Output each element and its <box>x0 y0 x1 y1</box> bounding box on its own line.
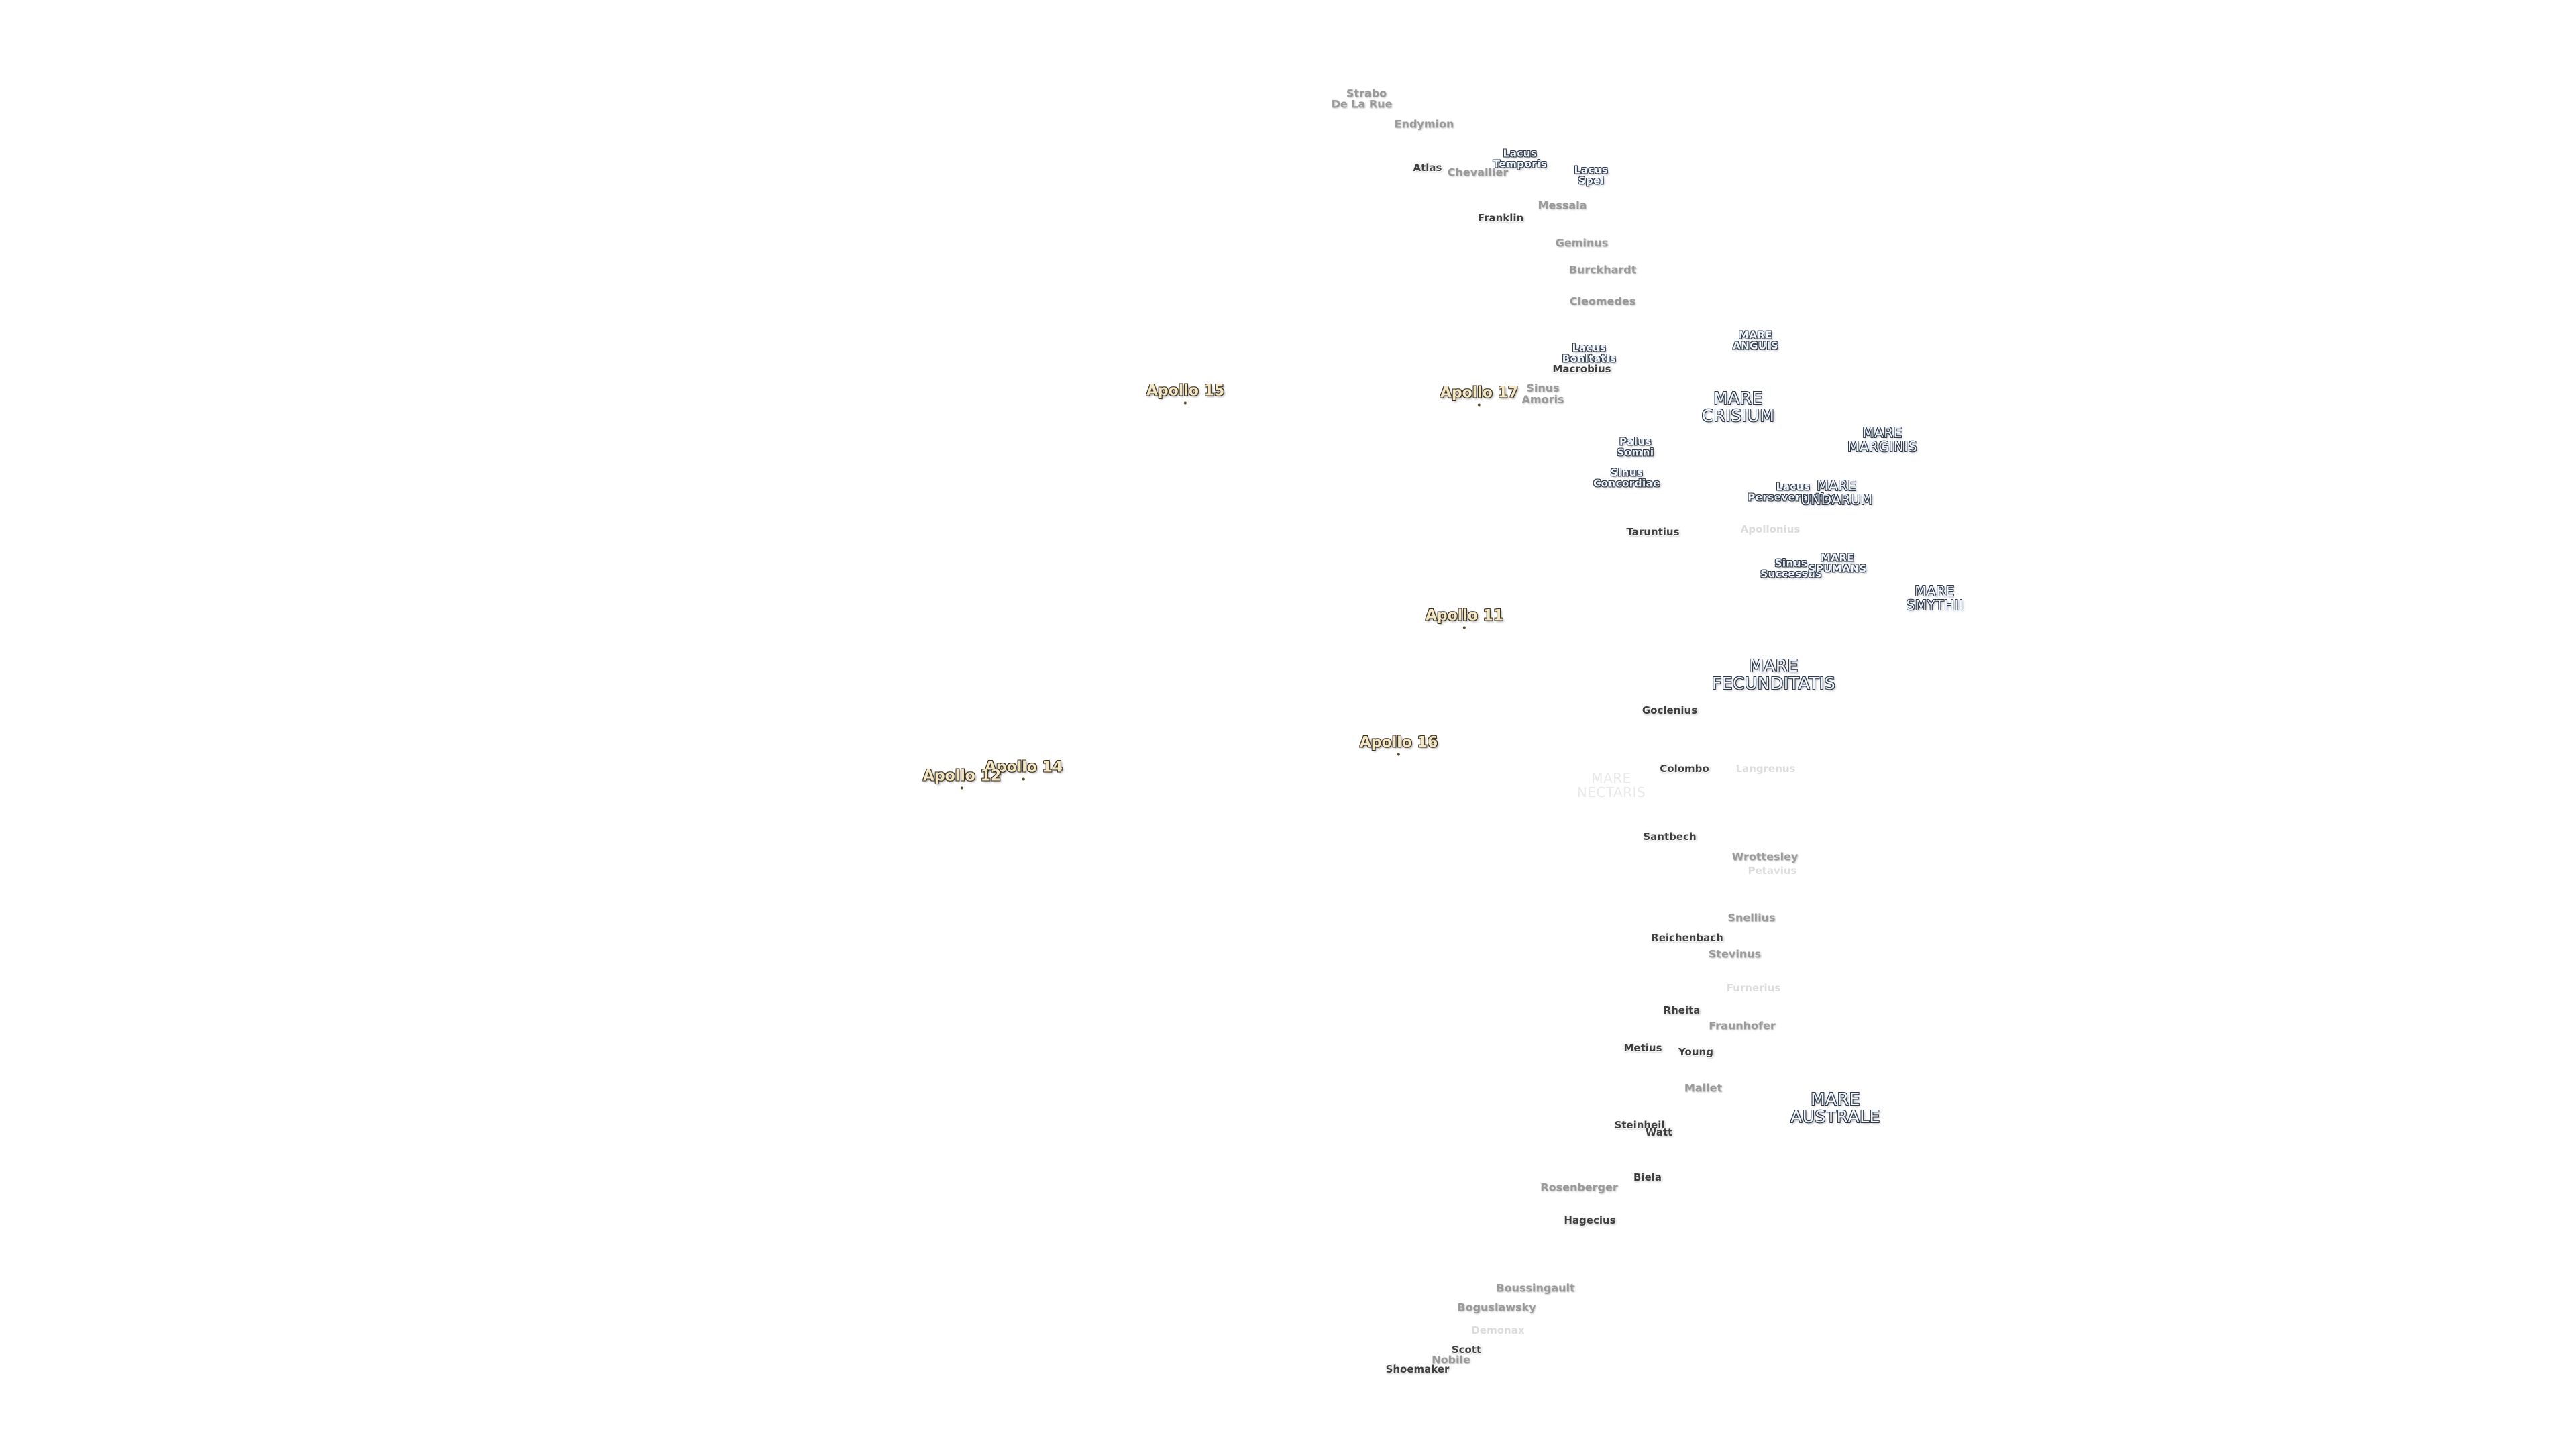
label-steinheil: Steinheil <box>1614 1119 1665 1132</box>
label-mallet: Mallet <box>1684 1081 1723 1095</box>
label-santbech: Santbech <box>1643 830 1697 843</box>
label-wrottesley: Wrottesley <box>1731 850 1799 863</box>
label-colombo: Colombo <box>1660 763 1709 775</box>
label-snellius: Snellius <box>1727 911 1776 924</box>
label-boussingault: Boussingault <box>1496 1281 1575 1295</box>
label-reichenbach: Reichenbach <box>1651 932 1723 945</box>
label-apollonius: Apollonius <box>1740 523 1801 536</box>
label-furnerius: Furnerius <box>1726 982 1781 995</box>
label-cleomedes: Cleomedes <box>1569 294 1636 308</box>
label-goclenius: Goclenius <box>1642 704 1698 717</box>
label-scott: Scott <box>1451 1344 1482 1356</box>
label-biela: Biela <box>1633 1171 1662 1184</box>
label-apollo-12: Apollo 12 <box>922 767 1002 790</box>
label-taruntius: Taruntius <box>1626 526 1680 539</box>
label-metius: Metius <box>1623 1042 1662 1055</box>
label-rheita: Rheita <box>1663 1004 1701 1017</box>
label-geminus: Geminus <box>1555 236 1609 250</box>
label-apollo-16: Apollo 16 <box>1359 734 1438 756</box>
label-apollo-11: Apollo 11 <box>1425 607 1504 629</box>
label-endymion: Endymion <box>1394 117 1454 131</box>
label-rosenberger: Rosenberger <box>1540 1181 1618 1194</box>
label-apollo-15: Apollo 15 <box>1146 382 1225 405</box>
label-langrenus: Langrenus <box>1735 763 1796 775</box>
label-shoemaker: Shoemaker <box>1385 1363 1450 1376</box>
label-stevinus: Stevinus <box>1708 947 1762 961</box>
label-demonax: Demonax <box>1471 1324 1525 1337</box>
label-de-la-rue: De La Rue <box>1331 97 1393 111</box>
label-apollo-17: Apollo 17 <box>1440 384 1519 407</box>
label-chevallier: Chevallier <box>1447 166 1509 179</box>
label-messala: Messala <box>1538 199 1587 212</box>
label-watt: Watt <box>1645 1126 1673 1139</box>
label-nobile: Nobile <box>1432 1353 1470 1366</box>
label-boguslawsky: Boguslawsky <box>1457 1301 1536 1314</box>
label-apollo-14: Apollo 14 <box>984 759 1063 781</box>
label-fraunhofer: Fraunhofer <box>1709 1019 1776 1032</box>
label-petavius: Petavius <box>1748 865 1797 877</box>
label-franklin: Franklin <box>1477 212 1524 225</box>
label-macrobius: Macrobius <box>1552 363 1611 376</box>
label-strabo: Strabo <box>1346 87 1387 100</box>
label-young: Young <box>1678 1046 1713 1059</box>
label-atlas: Atlas <box>1413 162 1442 174</box>
label-hagecius: Hagecius <box>1564 1214 1616 1227</box>
label-burckhardt: Burckhardt <box>1568 263 1637 276</box>
